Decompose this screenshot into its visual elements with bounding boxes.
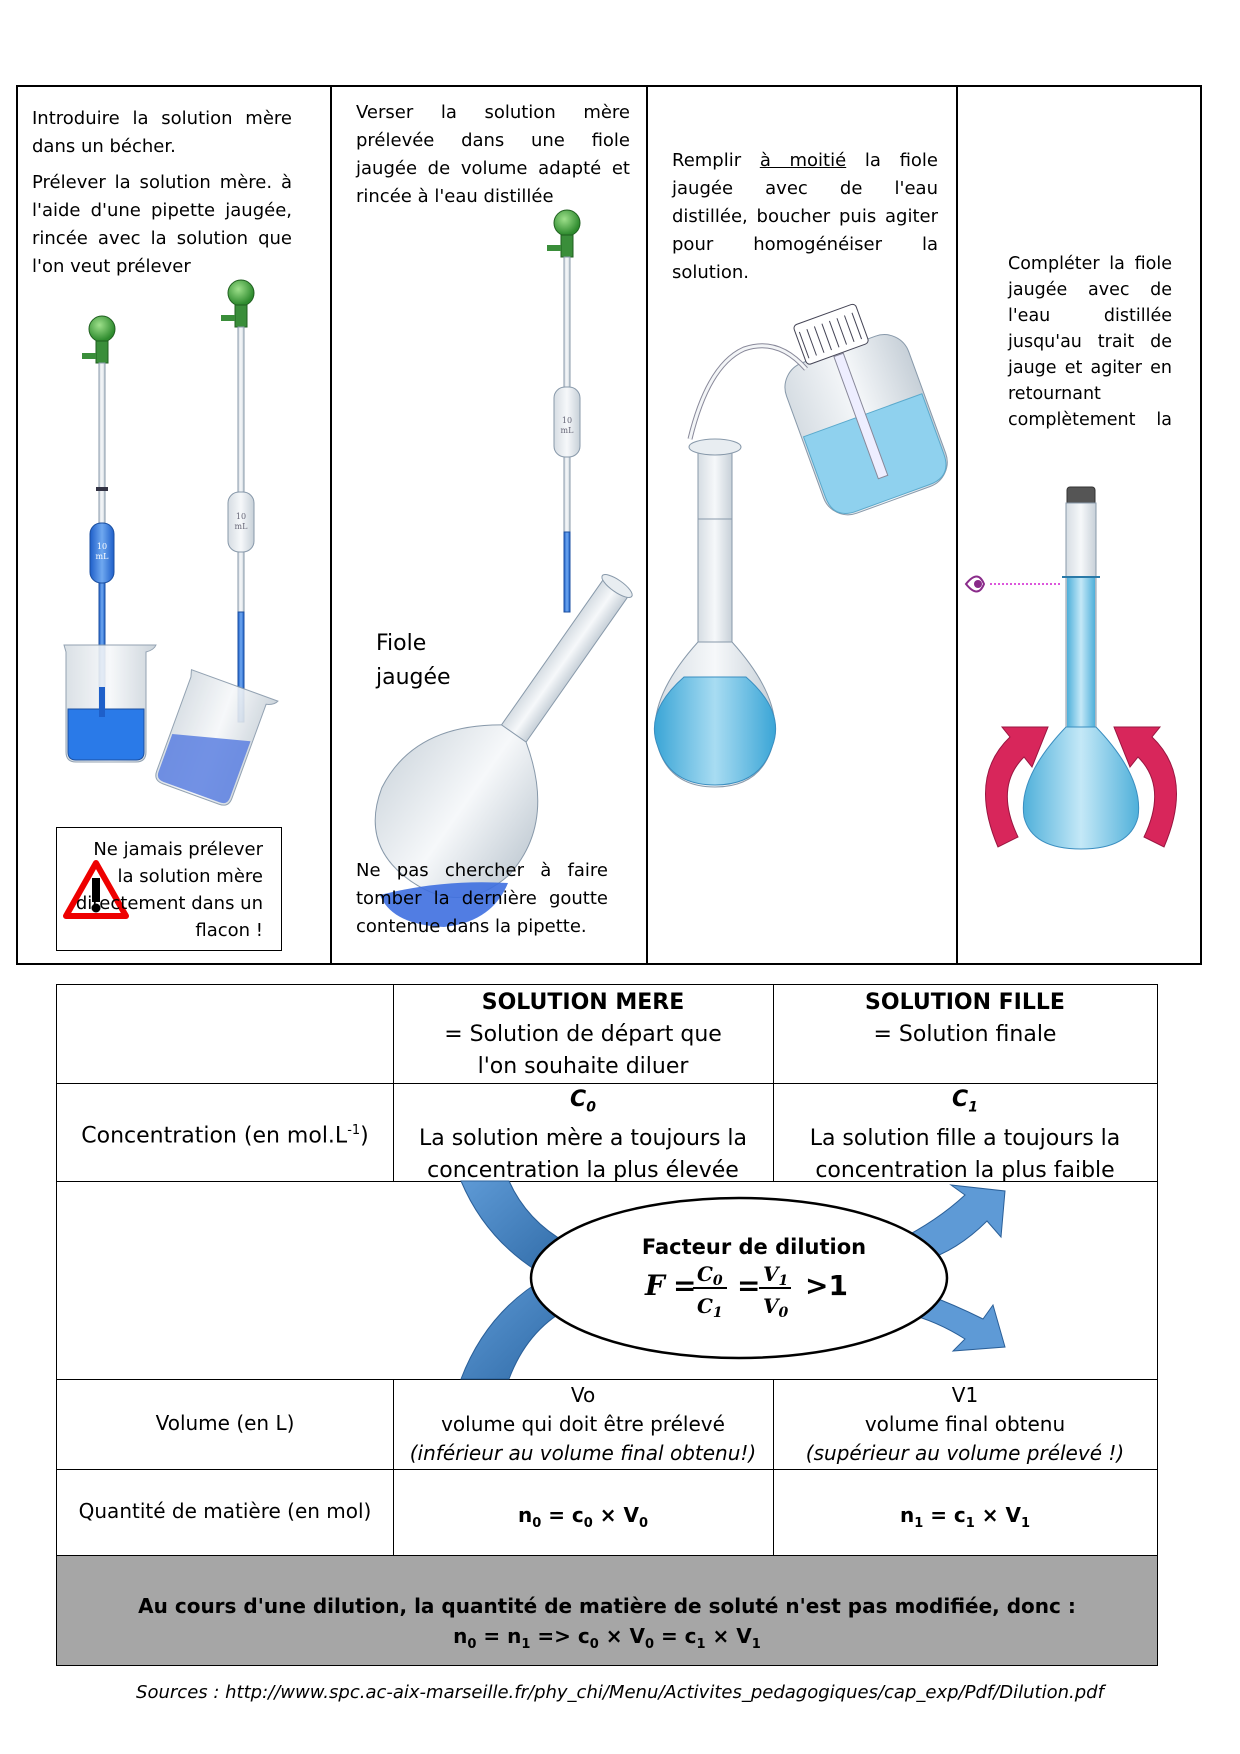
step2-note-text: Ne pas chercher à faire tomber la derniè…	[356, 860, 608, 937]
row-divider	[57, 1379, 1157, 1380]
facteur-title: Facteur de dilution	[642, 1235, 866, 1259]
step1-paragraph-1: Introduire la solution mère dans un béch…	[32, 108, 292, 157]
procedure-panel: Introduire la solution mère dans un béch…	[16, 85, 1202, 965]
step4-paragraph-1: Compléter la fiole jaugée avec de l'eau …	[1008, 254, 1172, 430]
warning-text: Ne jamais prélever la solution mère dire…	[75, 839, 263, 941]
v1-symbol: V1	[951, 1383, 979, 1407]
c0-symbol: C0	[570, 1087, 596, 1116]
fille-subtitle: = Solution finale	[873, 1022, 1057, 1047]
col-divider	[773, 985, 774, 1181]
svg-text:10: 10	[97, 542, 107, 551]
conc-label-exponent: -1	[347, 1123, 361, 1138]
svg-text:F: F	[644, 1269, 667, 1302]
warning-icon	[63, 860, 129, 919]
c1-cell: C1 La solution fille a toujours la conce…	[773, 1084, 1157, 1187]
volume-label: Volume (en L)	[155, 1411, 295, 1435]
svg-text:10: 10	[562, 416, 572, 425]
row-divider	[57, 1469, 1157, 1470]
svg-text:=: =	[737, 1269, 760, 1302]
mere-subtitle: = Solution de départ que l'on souhaite d…	[444, 1022, 722, 1079]
flask-label: Fiole jaugée	[376, 631, 451, 690]
n0-formula: n0 = c0 × V0	[517, 1503, 649, 1531]
header-solution-mere: SOLUTION MERE = Solution de départ que l…	[393, 987, 773, 1083]
v0-cell: Vo volume qui doit être prélevé (inférie…	[393, 1381, 773, 1468]
rotation-arrow-icon	[1113, 726, 1177, 848]
c1-text: La solution fille a toujours la concentr…	[809, 1126, 1121, 1184]
concentration-label: Concentration (en mol.L-1)	[57, 1115, 393, 1152]
n1-formula: n1 = c1 × V1	[899, 1503, 1031, 1531]
step3-text-underlined: à moitié	[759, 150, 847, 171]
header-solution-fille: SOLUTION FILLE = Solution finale	[773, 987, 1157, 1051]
step1-paragraph-2: Prélever la solution mère. à l'aide d'un…	[32, 172, 292, 277]
step4-text: Compléter la fiole jaugée avec de l'eau …	[1008, 251, 1172, 441]
fille-title: SOLUTION FILLE	[865, 990, 1065, 1015]
step3-paragraph-1: Remplir à moitié la fiole jaugée avec de…	[672, 147, 938, 287]
column-divider	[646, 87, 648, 963]
step3-text-a: Remplir	[672, 150, 760, 171]
v0-note: (inférieur au volume final obtenu!)	[409, 1441, 757, 1465]
step3-text-b: la fiole jaugée avec de l'eau distillée,…	[672, 150, 939, 283]
dilution-formula: F = C0 C1 = V1 V0 >1	[644, 1262, 848, 1321]
column-divider	[330, 87, 332, 963]
v0-text: volume qui doit être prélevé	[441, 1412, 725, 1436]
column-divider	[956, 87, 958, 963]
sources-link[interactable]: Sources : http://www.spc.ac-aix-marseill…	[136, 1682, 1104, 1703]
row-divider	[57, 1083, 1157, 1084]
v1-text: volume final obtenu	[864, 1412, 1066, 1436]
conclusion-formula: n0 = n1 => c0 × V0 = c1 × V1	[453, 1624, 761, 1652]
svg-text:mL: mL	[235, 522, 249, 531]
svg-text:mL: mL	[96, 552, 110, 561]
step2-text: Verser la solution mère prélevée dans un…	[356, 99, 630, 219]
dilution-factor-diagram: Facteur de dilution F = C0 C1 = V1 V0 >1	[460, 1180, 1006, 1380]
rotation-arrow-icon	[985, 726, 1049, 848]
pipette-flask-illustration: 10 mL	[374, 209, 633, 927]
pipette-beaker-illustration: 10 mL 10 mL	[63, 279, 279, 806]
row-divider	[57, 1181, 1157, 1182]
quantity-label: Quantité de matière (en mol)	[78, 1499, 372, 1523]
conclusion-text: Au cours d'une dilution, la quantité de …	[138, 1594, 1076, 1618]
dilution-table: SOLUTION MERE = Solution de départ que l…	[56, 984, 1158, 1666]
conclusion-box: Au cours d'une dilution, la quantité de …	[57, 1555, 1157, 1665]
conc-label-close: )	[360, 1123, 369, 1149]
v1-note: (supérieur au volume prélevé !)	[805, 1441, 1125, 1465]
col-divider	[393, 985, 394, 1181]
svg-text:V0: V0	[763, 1294, 789, 1321]
mere-title: SOLUTION MERE	[481, 990, 685, 1015]
warning-box: Ne jamais prélever la solution mère dire…	[56, 827, 282, 951]
svg-text:10: 10	[236, 512, 246, 521]
c0-cell: C0 La solution mère a toujours la concen…	[393, 1084, 773, 1187]
step2-note: Ne pas chercher à faire tomber la derniè…	[356, 857, 608, 949]
eye-icon	[964, 575, 986, 593]
step3-text: Remplir à moitié la fiole jaugée avec de…	[672, 147, 938, 295]
col-divider	[393, 1379, 394, 1555]
step2-paragraph-1: Verser la solution mère prélevée dans un…	[356, 102, 630, 207]
svg-text:>1: >1	[805, 1269, 848, 1302]
svg-text:=: =	[673, 1269, 696, 1302]
flask-inversion-illustration	[964, 486, 1177, 850]
conc-label-text: Concentration (en mol.L	[81, 1123, 348, 1149]
step1-text: Introduire la solution mère dans un béch…	[32, 105, 292, 289]
wash-bottle-flask-illustration	[653, 303, 948, 788]
c1-symbol: C1	[952, 1087, 978, 1116]
c0-text: La solution mère a toujours la concentra…	[418, 1126, 747, 1184]
v0-symbol: Vo	[570, 1383, 596, 1407]
svg-text:mL: mL	[561, 426, 575, 435]
col-divider	[773, 1379, 774, 1555]
v1-cell: V1 volume final obtenu (supérieur au vol…	[773, 1381, 1157, 1468]
